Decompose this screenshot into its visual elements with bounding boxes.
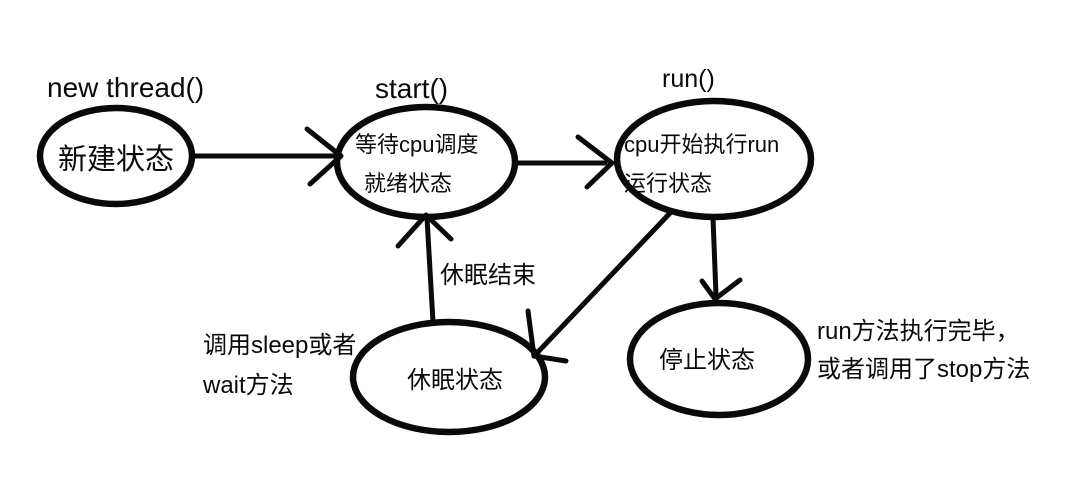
edge-running-to-stopped-arrowhead <box>699 277 743 302</box>
edge-running-to-sleeping-arrowhead <box>525 308 569 364</box>
method-label-new-thread: new thread() <box>47 72 204 103</box>
node-sleeping-state-ellipse <box>349 318 549 436</box>
node-running-state-label-line2: 运行状态 <box>624 171 712 196</box>
edge-label-stop-cause-line1: run方法执行完毕， <box>817 318 1020 345</box>
node-ready-state-label-line2: 就绪状态 <box>364 171 452 196</box>
node-stopped-state-label: 停止状态 <box>659 347 755 374</box>
edge-sleeping-to-ready-arrowhead <box>395 212 454 249</box>
method-label-run: run() <box>662 65 715 93</box>
node-ready-state-label-line1: 等待cpu调度 <box>355 132 478 157</box>
edge-ready-to-running-arrowhead <box>575 134 615 190</box>
edge-sleeping-to-ready-line <box>424 215 436 325</box>
method-label-start: start() <box>375 73 448 104</box>
edge-running-to-stopped-line <box>710 215 719 298</box>
edge-new-to-ready-arrowhead <box>304 126 344 187</box>
node-stopped-state-ellipse <box>626 299 812 419</box>
node-sleeping-state-label: 休眠状态 <box>407 367 503 394</box>
node-ready-state-ellipse <box>333 103 519 221</box>
node-new-state-label: 新建状态 <box>58 143 174 176</box>
edge-running-to-sleeping-line <box>534 208 675 356</box>
edge-label-stop-cause-line2: 或者调用了stop方法 <box>817 356 1030 383</box>
edge-label-sleep-end: 休眠结束 <box>440 262 536 289</box>
node-running-state-ellipse <box>613 97 815 221</box>
edge-label-sleep-cause-line1: 调用sleep或者 <box>203 332 356 359</box>
node-running-state-label-line1: cpu开始执行run <box>624 132 779 157</box>
edge-label-sleep-cause-line2: wait方法 <box>202 372 294 399</box>
